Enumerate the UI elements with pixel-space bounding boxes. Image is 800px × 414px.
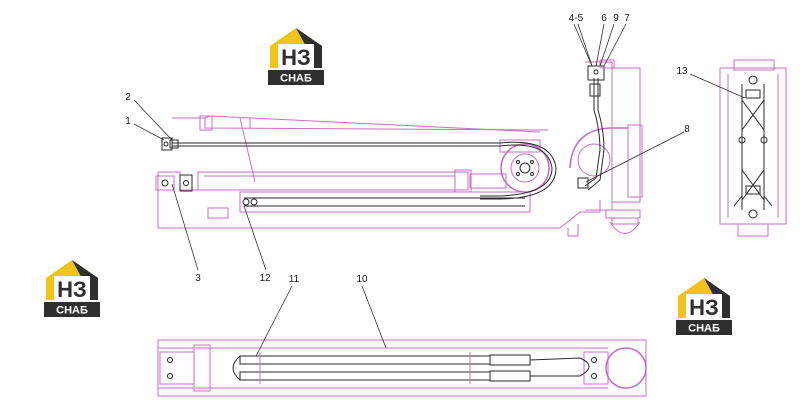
side-view-boom [155,59,643,237]
callout-6: 6 [601,13,607,24]
detail-view-13 [719,59,787,237]
plan-view-boom [157,339,647,397]
callout-12: 12 [259,273,271,284]
callout-3: 3 [195,273,201,284]
callout-11: 11 [289,274,300,285]
logo-right-caption: СНАБ [688,323,720,335]
callout-13: 13 [676,66,688,77]
callout-4-5: 4-5 [569,13,584,24]
callout-2: 2 [125,92,131,103]
callout-10: 10 [356,274,368,285]
callout-labels: 1 2 3 4-5 6 9 7 8 13 12 11 10 [125,13,690,285]
logo-left-caption: СНАБ [56,305,88,317]
callout-8: 8 [684,124,690,135]
logo-left-letters: НЗ [57,277,87,302]
logo-top-caption: СНАБ [280,73,312,85]
logo-right-letters: НЗ [689,295,719,320]
logo-left: НЗ СНАБ [44,260,100,317]
callout-1: 1 [125,116,131,127]
callout-9: 9 [613,13,619,24]
logo-top-letters: НЗ [281,45,311,70]
callout-7: 7 [624,13,630,24]
logo-right: НЗ СНАБ [676,278,732,335]
logo-top: НЗ СНАБ [268,28,324,85]
leader-lines [133,23,746,357]
